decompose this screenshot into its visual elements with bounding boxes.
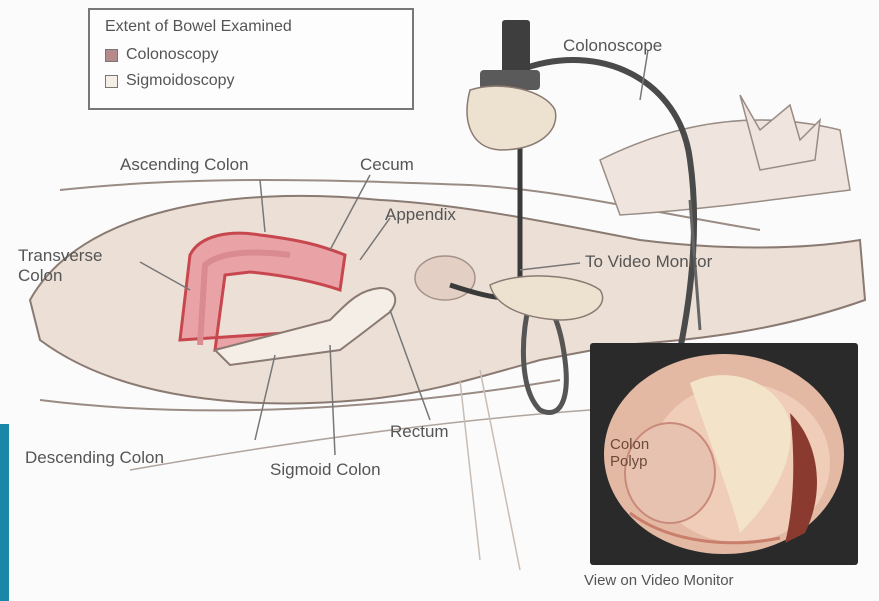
legend-box: Extent of Bowel Examined Colonoscopy Sig… (88, 8, 414, 110)
legend-swatch-colonoscopy (105, 49, 118, 62)
sheet-fold (480, 370, 520, 570)
legend-label-colonoscopy: Colonoscopy (126, 46, 219, 64)
anus-region (415, 256, 475, 300)
legend-item-sigmoidoscopy: Sigmoidoscopy (105, 72, 235, 90)
legend-swatch-sigmoidoscopy (105, 75, 118, 88)
label-transverse-colon: Transverse Colon (18, 246, 148, 286)
leader-line (640, 50, 648, 100)
doctor-hand-top (467, 86, 556, 150)
label-rectum: Rectum (390, 422, 449, 442)
label-colon-polyp: Colon Polyp (610, 436, 680, 470)
sheet-fold (460, 380, 480, 560)
label-view-on-video-monitor: View on Video Monitor (584, 572, 734, 589)
label-sigmoid-colon: Sigmoid Colon (270, 460, 381, 480)
accent-bar (0, 424, 9, 601)
legend-item-colonoscopy: Colonoscopy (105, 46, 219, 64)
legend-label-sigmoidoscopy: Sigmoidoscopy (126, 72, 235, 90)
label-appendix: Appendix (385, 205, 456, 225)
label-cecum: Cecum (360, 155, 414, 175)
label-colonoscope: Colonoscope (563, 36, 662, 56)
label-ascending-colon: Ascending Colon (120, 155, 249, 175)
legend-title: Extent of Bowel Examined (105, 18, 292, 36)
label-descending-colon: Descending Colon (25, 448, 164, 468)
label-to-video-monitor: To Video Monitor (585, 252, 712, 272)
